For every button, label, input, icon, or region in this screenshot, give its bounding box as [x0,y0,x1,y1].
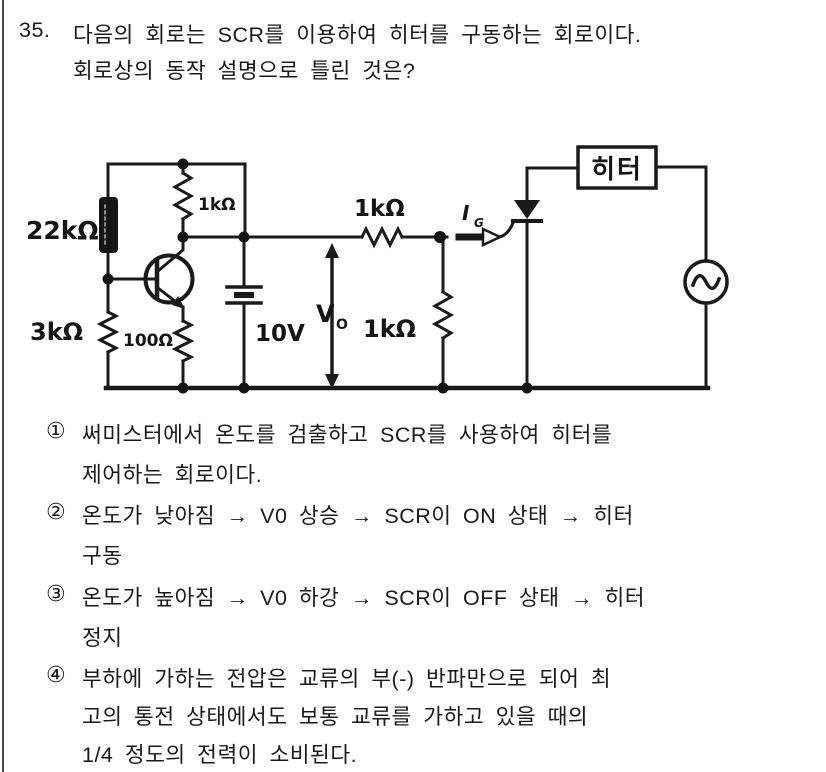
question-text-line-2: 회로상의 동작 설명으로 틀린 것은? [73,59,416,83]
resistor-collector-1k-label: 1kΩ [198,195,236,215]
sine-wave-icon [690,274,722,290]
circuit-diagram: 22kΩ 3kΩ 1kΩ 100Ω [26,145,729,394]
resistor-collector-1k [171,162,195,239]
resistor-100-label: 100Ω [123,331,173,351]
question-number: 35. [19,18,51,42]
option-4-line-2: 고의 통전 상태에서도 보통 교류를 가하고 있을 때의 [82,705,589,729]
resistor-gate-1k-label: 1kΩ [354,196,405,222]
resistor-gate-1k [359,225,405,249]
thermistor [99,197,118,253]
gate-current-arrow [455,221,515,247]
resistor-3k-label: 3kΩ [30,318,83,346]
scr [511,166,580,390]
question-text-line-1: 다음의 회로는 SCR를 이용하여 히터를 구동하는 회로이다. [73,23,642,47]
resistor-load-1k [431,235,455,390]
option-1-number: ① [46,418,67,443]
wires [103,162,711,391]
option-1-line-2: 제어하는 회로이다. [82,463,263,487]
resistor-3k [96,309,120,355]
resistor-load-1k-label: 1kΩ [363,315,416,343]
option-4-line-1: 부하에 가하는 전압은 교류의 부(-) 반파만으로 되어 최 [82,667,612,691]
option-3-number: ③ [46,581,67,606]
option-2-line-1: 온도가 낮아짐 → V0 상승 → SCR이 ON 상태 → 히터 [82,504,634,528]
thermistor-label: 22kΩ [26,216,99,245]
option-3-line-1: 온도가 높아짐 → V0 하강 → SCR이 OFF 상태 → 히터 [82,586,646,610]
transistor [106,235,195,323]
output-voltage-arrow [325,243,339,389]
resistor-100 [171,318,195,390]
option-1-line-1: 써미스터에서 온도를 검출하고 SCR를 사용하여 히터를 [82,423,613,447]
battery-label: 10V [255,321,305,347]
option-4-line-3: 1/4 정도의 전력이 소비된다. [82,743,358,767]
option-3-line-2: 정지 [82,626,123,650]
output-voltage-label: V O [316,300,348,333]
option-2-number: ② [46,499,67,524]
ac-source [654,165,729,390]
battery [225,235,263,390]
heater-label: 히터 [591,155,643,185]
column-divider-line [2,0,4,772]
junction-dots [102,158,533,394]
gate-current-label: I G [462,201,484,230]
option-2-line-2: 구동 [82,544,123,568]
option-4-number: ④ [46,662,67,687]
